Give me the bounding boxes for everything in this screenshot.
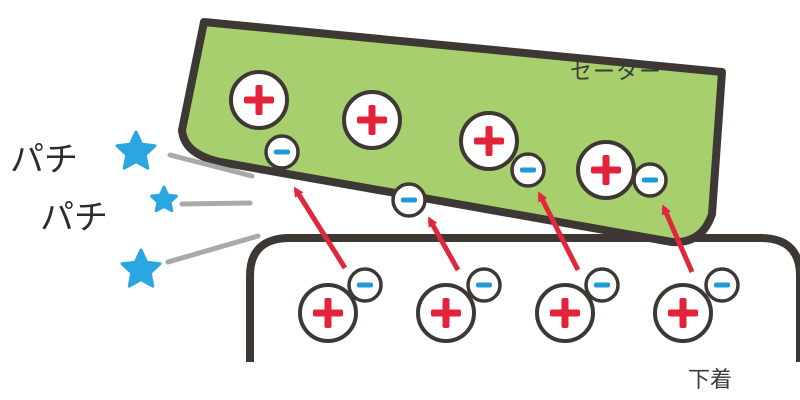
negative-charge-icon (347, 267, 383, 303)
negative-charge-icon (632, 162, 668, 198)
positive-charge-icon (229, 70, 289, 130)
positive-charge-icon (576, 140, 636, 200)
sweater-label: セーター (570, 60, 663, 85)
star-icon (115, 130, 157, 170)
negative-charge-icon (264, 134, 300, 170)
negative-charge-icon (466, 267, 502, 303)
positive-charge-icon (298, 283, 358, 343)
positive-charge-icon (459, 111, 519, 171)
arrow-icon (537, 191, 581, 272)
star-icon (120, 248, 162, 288)
positive-charge-icon (535, 283, 595, 343)
negative-charge-icon (584, 267, 620, 303)
star-icon (150, 185, 178, 213)
negative-charge-icon (391, 182, 427, 218)
charges-layer (229, 70, 740, 343)
negative-charge-icon (510, 152, 546, 188)
arrow-icon (293, 186, 348, 270)
negative-charge-icon (704, 267, 740, 303)
arrow-icon (661, 204, 695, 274)
star-icons (115, 130, 178, 288)
undershirt-label: 下着 (688, 368, 733, 393)
spark-sound-label: パチ (40, 198, 108, 238)
arrow-icon (427, 216, 461, 272)
positive-charge-icon (653, 283, 713, 343)
undershirt-outline (246, 234, 800, 362)
positive-charge-icon (342, 90, 402, 150)
spark-lines (165, 152, 261, 265)
positive-charge-icon (416, 283, 476, 343)
electron-transfer-arrows (293, 186, 695, 274)
spark-sound-label: パチ (10, 140, 78, 180)
